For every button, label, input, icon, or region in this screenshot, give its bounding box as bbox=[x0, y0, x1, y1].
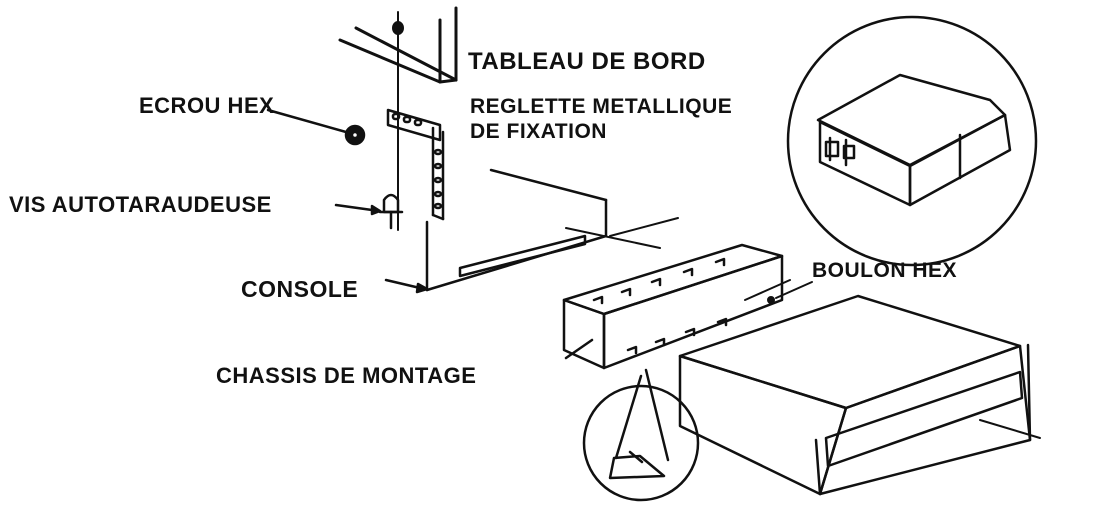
radio-unit bbox=[678, 294, 1032, 496]
label-reglette-metallique: REGLETTE METALLIQUE DE FIXATION bbox=[470, 94, 732, 144]
dashboard-panel bbox=[338, 6, 458, 84]
detail-circle-bottom bbox=[582, 368, 700, 502]
label-vis-autotaraudeuse: VIS AUTOTARAUDEUSE bbox=[9, 192, 272, 217]
label-ecrou-hex: ECROU HEX bbox=[139, 93, 275, 118]
label-console: CONSOLE bbox=[241, 276, 359, 302]
label-chassis-de-montage: CHASSIS DE MONTAGE bbox=[216, 363, 477, 388]
console-bracket bbox=[384, 168, 608, 294]
label-reglette-line2: DE FIXATION bbox=[470, 120, 607, 144]
detail-circle-top bbox=[786, 15, 1038, 267]
mounting-chassis bbox=[562, 243, 784, 370]
label-reglette-line1: REGLETTE METALLIQUE bbox=[470, 95, 733, 118]
threaded-rod bbox=[392, 11, 404, 231]
self-tapping-screw bbox=[334, 193, 404, 230]
hex-bolt bbox=[767, 281, 813, 304]
label-boulon-hex: BOULON HEX bbox=[812, 259, 958, 282]
label-tableau-de-bord: TABLEAU DE BORD bbox=[468, 48, 706, 75]
hex-nut bbox=[266, 108, 366, 146]
metal-strip bbox=[386, 108, 445, 221]
